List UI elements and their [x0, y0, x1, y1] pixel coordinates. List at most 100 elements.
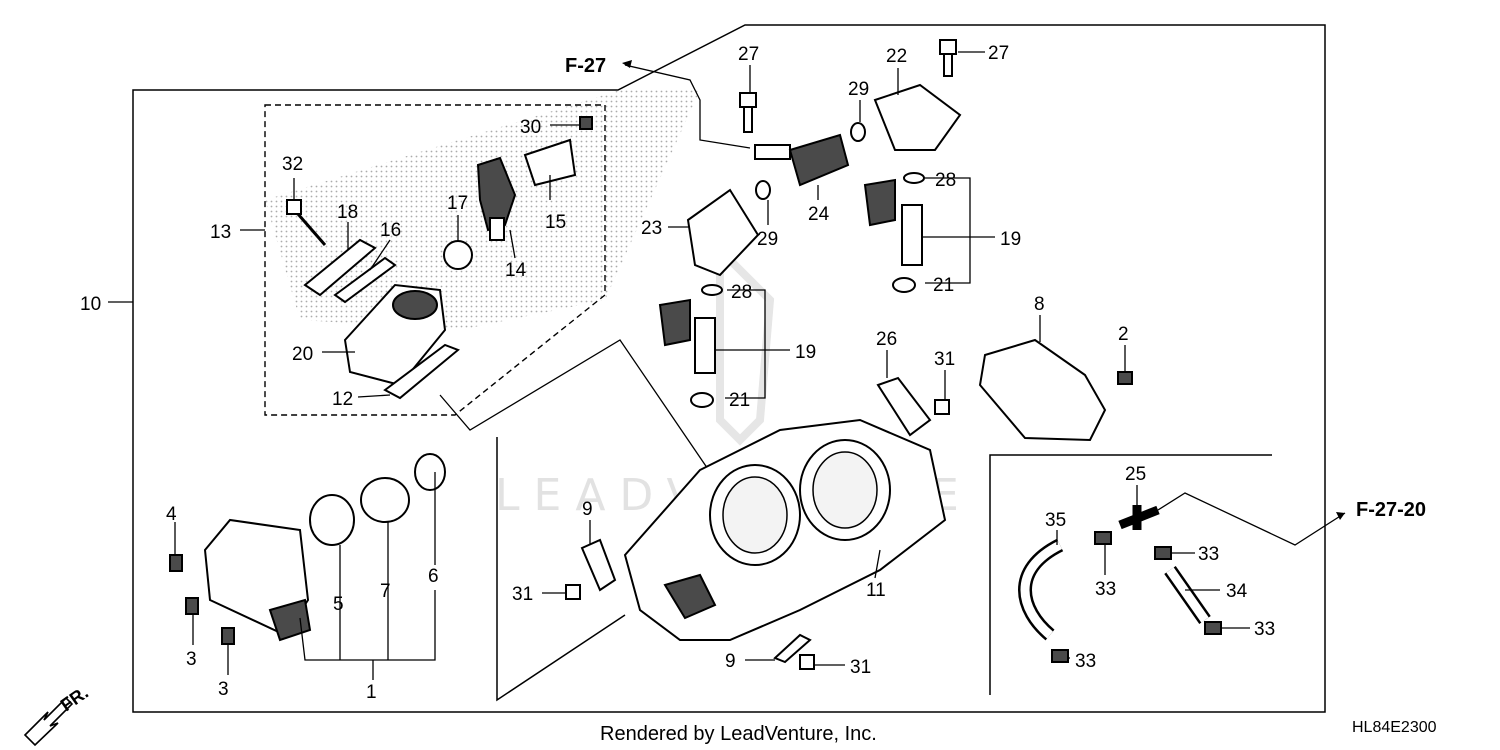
reference-f27-20-arrow	[1336, 512, 1345, 520]
plate-9-part[interactable]	[580, 538, 617, 592]
plate-9b-part[interactable]	[773, 633, 812, 664]
callout-2: 2	[1118, 324, 1129, 345]
screw-31a-part[interactable]	[565, 584, 581, 600]
callout-33d: 33	[1075, 651, 1096, 672]
o-ring-29a-part[interactable]	[850, 122, 866, 142]
sensor-14-part[interactable]	[476, 156, 517, 241]
cushion-21a-part[interactable]	[690, 392, 714, 408]
callout-9b: 9	[725, 651, 736, 672]
joint-23-part[interactable]	[686, 188, 760, 277]
callout-23: 23	[641, 218, 662, 239]
bolt-32-part[interactable]	[286, 199, 327, 246]
callout-21a: 21	[729, 390, 750, 411]
seal-28a-part[interactable]	[701, 284, 723, 296]
cushion-21b-part[interactable]	[892, 277, 916, 293]
callout-11: 11	[866, 580, 886, 601]
screw-30-part[interactable]	[579, 116, 593, 130]
throttle-sensor-subassembly-outline	[496, 437, 626, 702]
callout-22: 22	[886, 46, 907, 67]
callout-14: 14	[505, 260, 527, 281]
callout-18: 18	[337, 202, 358, 223]
reference-f27-20[interactable]: F-27-20	[1356, 499, 1426, 521]
callout-29b: 29	[757, 229, 778, 250]
bolt-4-part[interactable]	[169, 554, 183, 572]
bolt-3b-part[interactable]	[221, 627, 235, 645]
reference-f27-arrow	[622, 60, 632, 68]
joint-22-part[interactable]	[873, 83, 962, 151]
bolt-3a-part[interactable]	[185, 597, 199, 615]
callout-3b: 3	[218, 679, 229, 700]
callout-31b: 31	[850, 657, 871, 678]
o-ring-5-part[interactable]	[309, 494, 355, 546]
screw-31c-part[interactable]	[934, 399, 950, 415]
callout-25: 25	[1125, 464, 1146, 485]
front-arrow-icon	[23, 696, 74, 747]
callout-13: 13	[210, 222, 231, 243]
hose-subassembly-outline	[989, 454, 1272, 695]
clip-33b-part[interactable]	[1154, 546, 1172, 560]
callout-16: 16	[380, 220, 401, 241]
sensor-housing-part[interactable]	[343, 283, 447, 387]
gasket-part[interactable]	[383, 343, 460, 400]
injector-19a-part[interactable]	[658, 298, 716, 374]
footer-credit: Rendered by LeadVenture, Inc.	[600, 723, 877, 745]
callout-32: 32	[282, 154, 303, 175]
clip-33d-part[interactable]	[1051, 649, 1069, 663]
plate-26-part[interactable]	[876, 376, 932, 437]
throttle-position-sensor-part[interactable]	[203, 518, 312, 642]
bracket-part[interactable]	[303, 238, 377, 297]
callout-20: 20	[292, 344, 313, 365]
callout-4: 4	[166, 504, 177, 525]
callout-21b: 21	[933, 275, 954, 296]
callout-28a: 28	[731, 282, 752, 303]
callout-33b: 33	[1198, 544, 1219, 565]
clip-33c-part[interactable]	[1204, 621, 1222, 635]
callout-6: 6	[428, 566, 439, 587]
injector-19b-part[interactable]	[863, 178, 923, 266]
bolt-27b-part[interactable]	[939, 39, 957, 77]
callout-7: 7	[380, 581, 391, 602]
reference-f27[interactable]: F-27	[565, 55, 606, 77]
gasket-15-part[interactable]	[523, 138, 577, 187]
sensor-subassembly-outline	[264, 104, 606, 416]
callout-31a: 31	[512, 584, 533, 605]
callout-9a: 9	[582, 499, 593, 520]
callout-31c: 31	[934, 349, 955, 370]
callout-3a: 3	[186, 649, 197, 670]
callout-35: 35	[1045, 510, 1066, 531]
pipe-24-part[interactable]	[754, 133, 850, 187]
cover-8-part[interactable]	[978, 338, 1107, 442]
callout-19b: 19	[1000, 229, 1021, 250]
front-direction-indicator: FR.	[23, 682, 92, 747]
callout-34: 34	[1226, 581, 1248, 602]
callout-5: 5	[333, 594, 344, 615]
seal-28b-part[interactable]	[903, 172, 925, 184]
gasket-16-part[interactable]	[333, 256, 397, 304]
callout-24: 24	[808, 204, 830, 225]
bolt-27a-part[interactable]	[739, 92, 757, 133]
callout-12: 12	[332, 389, 353, 410]
callout-27a: 27	[738, 44, 759, 65]
callout-29a: 29	[848, 79, 869, 100]
screw-31b-part[interactable]	[799, 654, 815, 670]
watermark-logo	[716, 240, 775, 446]
leader-13-to-11	[439, 339, 713, 476]
throttle-body-part[interactable]	[623, 418, 947, 641]
callout-33c: 33	[1254, 619, 1275, 640]
callout-19a: 19	[795, 342, 816, 363]
callout-28b: 28	[935, 170, 956, 191]
o-ring-7-part[interactable]	[360, 477, 410, 523]
o-ring-17-part[interactable]	[443, 240, 473, 270]
callout-26: 26	[876, 329, 897, 350]
o-ring-6-part[interactable]	[414, 453, 446, 491]
joint-25-part[interactable]	[1118, 505, 1160, 530]
assembly-frame-outline	[132, 24, 1326, 713]
o-ring-29b-part[interactable]	[755, 180, 771, 200]
bolt-2-part[interactable]	[1117, 371, 1133, 385]
callout-10: 10	[80, 294, 101, 315]
callout-1: 1	[366, 682, 377, 703]
clip-33a-part[interactable]	[1094, 531, 1112, 545]
callout-17: 17	[447, 193, 468, 214]
diagram-code: HL84E2300	[1352, 719, 1437, 736]
